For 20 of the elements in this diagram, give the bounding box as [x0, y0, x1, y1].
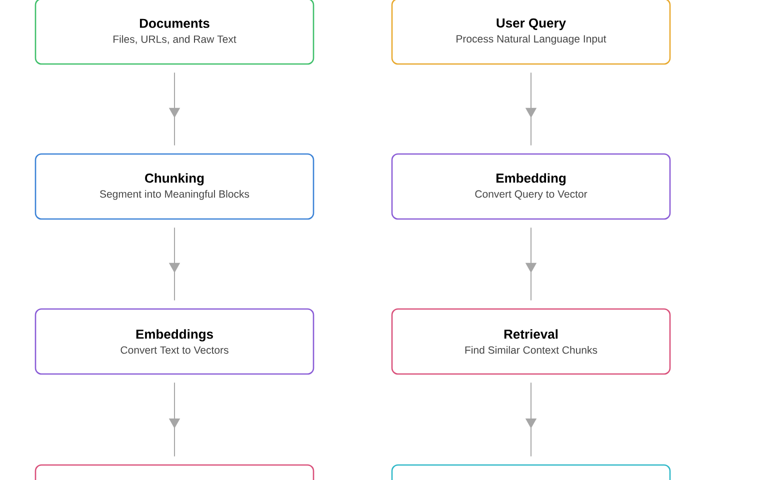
empty-box: [391, 464, 671, 480]
node-subtitle: Convert Query to Vector: [475, 190, 588, 200]
node-title: Embeddings: [136, 329, 213, 342]
node-title: User Query: [496, 18, 566, 30]
node-subtitle: Find Similar Context Chunks: [465, 346, 598, 354]
node-title: Retrieval: [504, 329, 558, 339]
node-subtitle: Segment into Meaningful Blocks: [100, 190, 250, 200]
node-title: Documents: [140, 18, 210, 28]
process-box: [34, 308, 314, 375]
node-subtitle: Files, URLs, and Raw Text: [114, 35, 236, 44]
node-title: Embedding: [496, 173, 566, 186]
process-box: [391, 153, 671, 220]
node-subtitle: Convert Text to Vectors: [120, 346, 228, 354]
empty-box: [34, 464, 314, 480]
process-box: [391, 308, 671, 375]
process-box: [391, 0, 671, 65]
node-subtitle: Process Natural Language Input: [456, 34, 606, 45]
process-box: [34, 153, 314, 220]
process-box: [34, 0, 314, 65]
node-title: Chunking: [145, 173, 204, 186]
